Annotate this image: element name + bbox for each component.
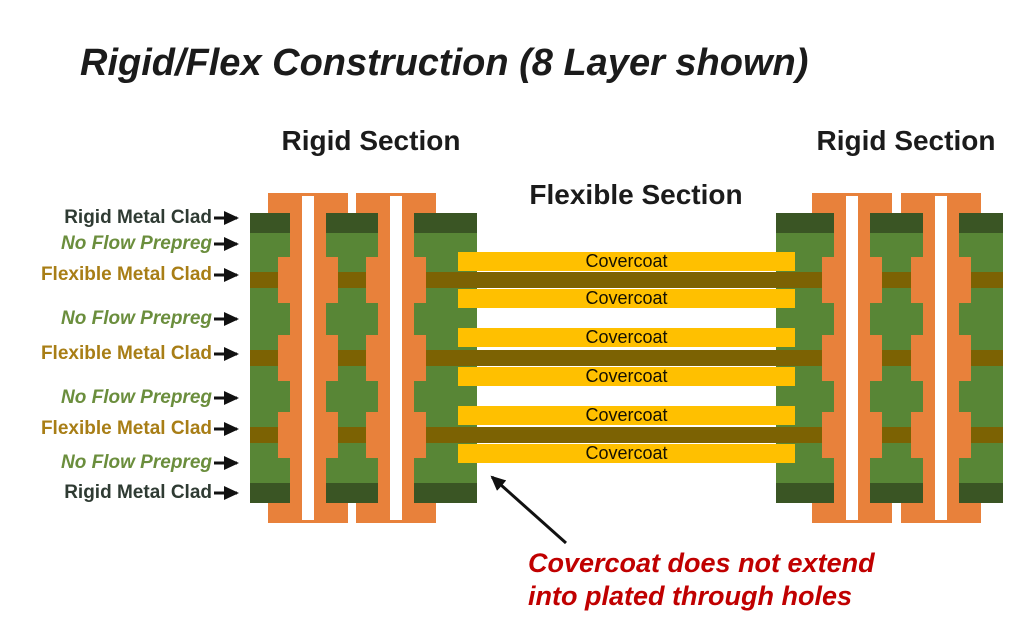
plated-through-hole bbox=[356, 193, 436, 523]
annotation-arrow bbox=[490, 475, 567, 545]
covercoat-label: Covercoat bbox=[585, 288, 668, 308]
layer-label-rigid-metal-clad: Rigid Metal Clad bbox=[64, 482, 212, 503]
via-drill-hole bbox=[846, 196, 858, 520]
layer-label-flexible-metal-clad: Flexible Metal Clad bbox=[40, 264, 212, 285]
covercoat-label: Covercoat bbox=[585, 251, 668, 271]
covercoat-bar: Covercoat bbox=[458, 444, 795, 463]
covercoat-bar: Covercoat bbox=[458, 328, 795, 347]
layer-label-flexible-metal-clad: Flexible Metal Clad bbox=[40, 343, 212, 364]
layer-label-flexible-metal-clad: Flexible Metal Clad bbox=[40, 418, 212, 439]
layer-label-no-flow-prepreg: No Flow Prepreg bbox=[61, 452, 212, 473]
covercoat-bar: Covercoat bbox=[458, 406, 795, 425]
rigid-section-header-right: Rigid Section bbox=[816, 125, 996, 156]
plated-through-hole bbox=[268, 193, 348, 523]
covercoat-label: Covercoat bbox=[585, 405, 668, 425]
layer-label-rigid-metal-clad: Rigid Metal Clad bbox=[64, 207, 212, 228]
via-drill-hole bbox=[390, 196, 402, 520]
flexible-section-header: Flexible Section bbox=[529, 179, 743, 210]
layer-label-no-flow-prepreg: No Flow Prepreg bbox=[61, 308, 212, 329]
covercoat-bar: Covercoat bbox=[458, 289, 795, 308]
via-drill-hole bbox=[302, 196, 314, 520]
covercoat-annotation: Covercoat does not extend into plated th… bbox=[528, 547, 948, 613]
diagram-title: Rigid/Flex Construction (8 Layer shown) bbox=[80, 42, 809, 84]
covercoat-label: Covercoat bbox=[585, 327, 668, 347]
rigid-section-header-left: Rigid Section bbox=[281, 125, 461, 156]
covercoat-bar: Covercoat bbox=[458, 367, 795, 386]
annotation-line-1: Covercoat does not extend bbox=[528, 548, 875, 578]
annotation-line-2: into plated through holes bbox=[528, 581, 852, 611]
layer-label-no-flow-prepreg: No Flow Prepreg bbox=[61, 233, 212, 254]
plated-through-hole bbox=[812, 193, 892, 523]
layer-label-no-flow-prepreg: No Flow Prepreg bbox=[61, 387, 212, 408]
plated-through-hole bbox=[901, 193, 981, 523]
covercoat-bar: Covercoat bbox=[458, 252, 795, 271]
covercoat-label: Covercoat bbox=[585, 443, 668, 463]
via-drill-hole bbox=[935, 196, 947, 520]
covercoat-label: Covercoat bbox=[585, 366, 668, 386]
